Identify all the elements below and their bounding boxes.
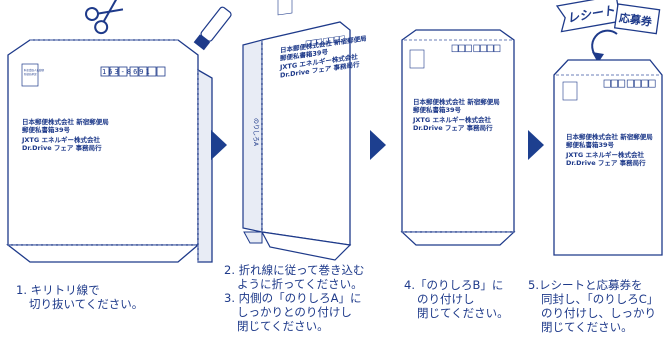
envelope-step3: 日本郵便株式会社 新宿郵便局 郵便私書箱39号 JXTG エネルギー株式会社 D…	[400, 29, 516, 246]
caption-step1: 1. キリトリ線で 切り抜いてください。	[16, 283, 143, 311]
arrow-right-icon	[370, 130, 386, 160]
glue-label-a: のりしろA	[252, 118, 259, 147]
caption-step4-line-1: 4.「のりしろB」に	[404, 278, 504, 292]
address-line-1: 日本郵便株式会社 新宿郵便局	[22, 117, 109, 126]
caption-step5: 5.レシートと応募券を 同封し、「のりしろC」 のり付けし、しっかり 閉じてくだ…	[528, 278, 658, 334]
caption-step4: 4.「のりしろB」に のり付けし 閉じてください。	[404, 278, 509, 320]
address-line-2-step5: 郵便私書箱39号	[566, 140, 615, 149]
caption-step4-line-3: 閉じてください。	[417, 306, 509, 320]
glue-stick-icon	[193, 6, 232, 51]
arrow-right-icon	[528, 130, 544, 160]
stamp-text-1: 料金受取人払郵便	[24, 68, 45, 72]
caption-step1-line-2: 切り抜いてください。	[29, 297, 144, 311]
envelope-step1: 料金受取人払郵便 新宿局承認 163-8691 日本郵便株式会社 新宿郵便局 郵…	[6, 39, 213, 263]
caption-step2-line-3: 3. 内側の「のりしろA」に	[224, 291, 362, 305]
caption-step4-line-2: のり付けし	[417, 292, 475, 306]
address-line-3: JXTG エネルギー株式会社	[21, 135, 100, 144]
caption-step5-line-3: のり付けし、しっかり	[541, 306, 656, 320]
caption-step2-line-1: 2. 折れ線に従って巻き込む	[224, 263, 365, 277]
address-line-1-step3: 日本郵便株式会社 新宿郵便局	[413, 97, 500, 106]
scissors-icon	[85, 0, 124, 35]
address-line-2-step3: 郵便私書箱39号	[413, 105, 462, 114]
caption-step5-line-1: 5.レシートと応募券を	[528, 278, 643, 292]
stamp-box	[21, 63, 39, 87]
stamp-text-2: 新宿局承認	[24, 72, 37, 76]
address-line-3-step3: JXTG エネルギー株式会社	[412, 115, 491, 124]
caption-step2: 2. 折れ線に従って巻き込む ように折ってください。 3. 内側の「のりしろA」…	[224, 263, 365, 333]
receipt-tag: レシート	[555, 0, 622, 33]
ticket-tag: 応募券	[613, 3, 661, 35]
address-line-4-step5: Dr.Drive フェア 事務局行	[566, 158, 646, 167]
caption-step5-line-4: 閉じてください。	[541, 320, 633, 334]
address-line-4: Dr.Drive フェア 事務局行	[22, 143, 102, 152]
address-line-2: 郵便私書箱39号	[22, 125, 71, 134]
address-line-3-step5: JXTG エネルギー株式会社	[565, 150, 644, 159]
caption-step2-line-4: しっかりとのり付けし	[237, 305, 352, 319]
address-line-1-step5: 日本郵便株式会社 新宿郵便局	[566, 132, 653, 141]
envelope-step5: 日本郵便株式会社 新宿郵便局 郵便私書箱39号 JXTG エネルギー株式会社 D…	[553, 59, 663, 256]
caption-step2-line-5: 閉じてください。	[237, 319, 329, 333]
ticket-label: 応募券	[618, 10, 654, 29]
address-line-4-step3: Dr.Drive フェア 事務局行	[413, 123, 493, 132]
zip-code: 163-8691	[102, 68, 152, 76]
arrow-right-icon	[211, 130, 227, 160]
caption-step5-line-2: 同封し、「のりしろC」	[541, 292, 659, 306]
caption-step1-line-1: 1. キリトリ線で	[16, 283, 100, 297]
caption-step2-line-2: ように折ってください。	[237, 277, 363, 291]
envelope-step2: のりしろA 日本郵便株式会社 新宿郵便局 郵便私書箱39号 JXTG エネルギー…	[242, 0, 367, 261]
